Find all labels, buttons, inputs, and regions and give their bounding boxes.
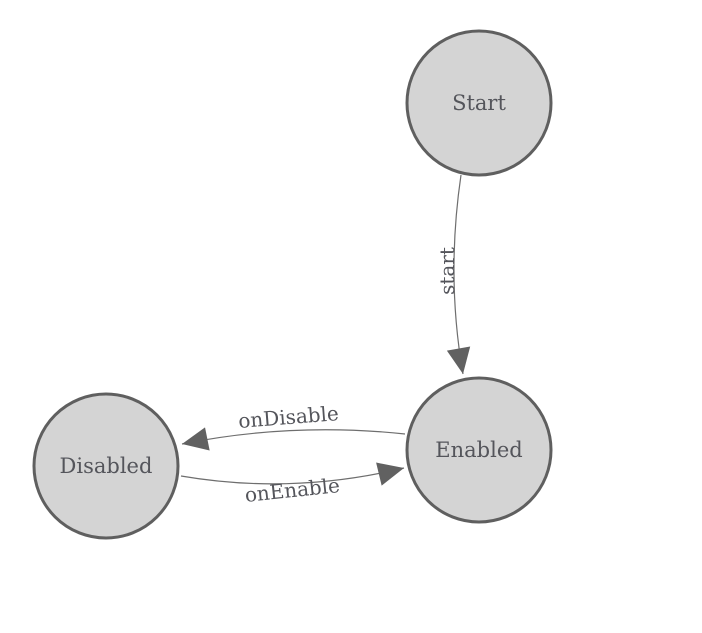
state-circle-enabled[interactable]	[405, 376, 553, 524]
state-circle-disabled[interactable]	[32, 392, 180, 540]
transition-edges	[180, 174, 471, 486]
state-circle-start[interactable]	[405, 29, 553, 177]
edge-label-onenable: onEnable	[244, 473, 341, 507]
state-label-disabled: Disabled	[60, 454, 153, 478]
edge-label-ondisable: onDisable	[237, 401, 339, 433]
state-node-enabled[interactable]: Enabled	[405, 376, 553, 524]
transition-edge-start	[446, 174, 471, 375]
state-label-start: Start	[452, 91, 506, 115]
state-label-enabled: Enabled	[435, 438, 522, 462]
state-node-start[interactable]: Start	[405, 29, 553, 177]
transition-edge-onenable	[180, 462, 405, 486]
state-node-disabled[interactable]: Disabled	[32, 392, 180, 540]
edge-label-start: start	[435, 247, 459, 295]
transition-edge-ondisable	[181, 427, 406, 451]
